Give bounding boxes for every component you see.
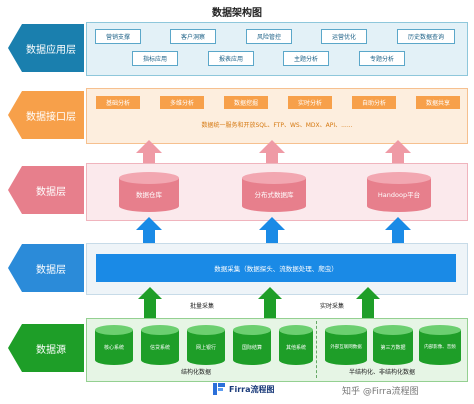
source-system-cylinder: 国际结算 [233, 325, 271, 365]
source-layer-panel: 核心系统 信贷系统 网上银行 国际结算 其他系统 [86, 318, 468, 382]
collect-layer-panel: 数据采集（数据探头、流数据处理、爬虫） [86, 243, 468, 295]
batch-collect-label: 批量采集 [190, 303, 215, 310]
layer-label-data: 数据层 [8, 166, 84, 214]
realtime-collect-label: 实时采集 [320, 303, 345, 310]
up-arrow-icon [259, 217, 285, 249]
api-item: 数据共享 [416, 96, 460, 109]
source-system-cylinder: 外部互联网数据 [325, 325, 367, 365]
storage-label: 数据仓库 [136, 191, 162, 199]
database-icon [95, 325, 133, 365]
layer-label-api-text: 数据接口层 [26, 111, 76, 123]
layer-label-data-text: 数据层 [36, 186, 66, 198]
app-layer-panel: 营销支撑 客户洞察 风险管控 运营优化 历史数据查询 指标应用 报表应用 主题分… [86, 22, 468, 76]
storage-label: Handoop平台 [377, 191, 421, 199]
source-label: 内部影像、音频 [424, 345, 456, 350]
app-item: 主题分析 [283, 51, 329, 66]
page-title: 数据架构图 [212, 8, 262, 19]
app-item: 专题分析 [359, 51, 405, 66]
source-label: 第三方数据 [380, 345, 406, 351]
watermark: 知乎 @Firra流程图 [342, 387, 419, 397]
hadoop-cylinder: Handoop平台 [367, 172, 431, 212]
layer-label-api: 数据接口层 [8, 91, 84, 139]
structured-caption: 结构化数据 [181, 369, 212, 376]
data-warehouse-cylinder: 数据仓库 [119, 172, 179, 212]
up-arrow-icon [258, 287, 282, 323]
layer-label-source: 数据源 [8, 324, 84, 372]
source-system-cylinder: 网上银行 [187, 325, 225, 365]
app-item: 风险管控 [246, 29, 292, 44]
database-icon [325, 325, 367, 365]
source-system-cylinder: 信贷系统 [141, 325, 179, 365]
app-item: 营销支撑 [95, 29, 141, 44]
up-arrow-icon [356, 287, 380, 323]
database-icon [419, 325, 461, 365]
source-label: 其他系统 [285, 345, 306, 351]
source-label: 网上银行 [195, 345, 216, 351]
up-arrow-icon [136, 140, 162, 168]
database-icon [119, 172, 179, 212]
api-item: 自助分析 [352, 96, 396, 109]
database-icon [373, 325, 413, 365]
source-system-cylinder: 其他系统 [279, 325, 313, 365]
database-icon [141, 325, 179, 365]
source-label: 信贷系统 [149, 345, 170, 351]
api-item: 多维分析 [160, 96, 204, 109]
database-icon [367, 172, 431, 212]
api-layer-panel: 基础分析 多维分析 数据挖掘 实时分析 自助分析 数据共享 数据统一服务和开放S… [86, 88, 468, 144]
app-item: 指标应用 [132, 51, 178, 66]
up-arrow-icon [385, 140, 411, 168]
layer-label-data2: 数据层 [8, 244, 84, 292]
distributed-db-cylinder: 分布式数据库 [242, 172, 306, 212]
layer-label-app-text: 数据应用层 [26, 44, 76, 56]
database-icon [279, 325, 313, 365]
source-system-cylinder: 内部影像、音频 [419, 325, 461, 365]
api-item: 基础分析 [96, 96, 140, 109]
app-item: 运营优化 [321, 29, 367, 44]
data-layer-panel: 数据仓库 分布式数据库 Handoop平台 [86, 163, 468, 221]
source-label: 核心系统 [103, 345, 124, 351]
data-collection-bar: 数据采集（数据探头、流数据处理、爬虫） [96, 254, 456, 282]
up-arrow-icon [138, 287, 162, 323]
layer-label-data2-text: 数据层 [36, 264, 66, 276]
database-icon [242, 172, 306, 212]
layer-label-app: 数据应用层 [8, 24, 84, 72]
source-system-cylinder: 核心系统 [95, 325, 133, 365]
api-item: 数据挖掘 [224, 96, 268, 109]
storage-label: 分布式数据库 [254, 191, 294, 199]
api-description: 数据统一服务和开放SQL、FTP、WS、MDX、API、...... [201, 122, 353, 129]
source-label: 国际结算 [241, 345, 262, 351]
database-icon [187, 325, 225, 365]
source-system-cylinder: 第三方数据 [373, 325, 413, 365]
source-label: 外部互联网数据 [330, 345, 362, 350]
unstructured-caption: 半结构化、非结构化数据 [349, 369, 416, 376]
layer-label-source-text: 数据源 [36, 344, 66, 356]
app-item: 报表应用 [208, 51, 254, 66]
database-icon [233, 325, 271, 365]
app-item: 客户洞察 [170, 29, 216, 44]
app-item: 历史数据查询 [397, 29, 455, 44]
up-arrow-icon [259, 140, 285, 168]
up-arrow-icon [385, 217, 411, 249]
firra-logo-icon [213, 383, 225, 395]
api-item: 实时分析 [288, 96, 332, 109]
source-divider [316, 321, 317, 378]
up-arrow-icon [136, 217, 162, 249]
footer-brand: Firra流程图 [229, 385, 275, 394]
